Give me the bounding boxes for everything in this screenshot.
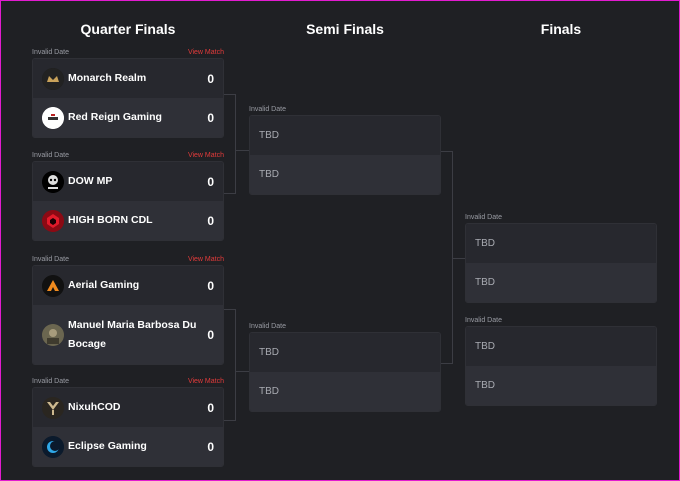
team-row[interactable]: Monarch Realm 0 — [33, 59, 223, 98]
bracket-connector — [236, 150, 249, 151]
aerial-gaming-logo — [42, 274, 64, 297]
bracket-connector — [441, 151, 453, 364]
bracket-connector — [236, 371, 249, 372]
team-score: 0 — [207, 327, 214, 342]
team-row[interactable]: TBD — [466, 327, 656, 366]
team-score: 0 — [207, 71, 214, 86]
team-row[interactable]: TBD — [250, 116, 440, 155]
team-name: NixuhCOD — [68, 401, 121, 413]
red-reign-gaming-logo — [42, 106, 64, 129]
view-match-link[interactable]: View Match — [187, 49, 224, 56]
team-row[interactable]: TBD — [466, 224, 656, 263]
semi-final-match-1: Invalid Date TBD TBD — [249, 103, 441, 195]
view-match-link[interactable]: View Match — [187, 378, 224, 385]
team-score: 0 — [207, 278, 214, 293]
quarter-final-match-3: Invalid Date View Match Aerial Gaming 0 … — [32, 253, 224, 365]
match-date: Invalid Date — [465, 214, 502, 221]
match-date: Invalid Date — [32, 256, 69, 263]
final-match-1: Invalid Date TBD TBD — [465, 211, 657, 303]
team-score: 0 — [207, 174, 214, 189]
high-born-cdl-logo — [42, 209, 64, 232]
team-row[interactable]: TBD — [250, 372, 440, 411]
team-row[interactable]: Aerial Gaming 0 — [33, 266, 223, 305]
team-name: DOW MP — [68, 175, 113, 187]
round-title-quarter-finals: Quarter Finals — [80, 21, 176, 37]
team-name: TBD — [475, 277, 495, 288]
team-name: TBD — [259, 386, 279, 397]
bracket-connector — [224, 309, 236, 421]
match-date: Invalid Date — [465, 317, 502, 324]
team-score: 0 — [207, 400, 214, 415]
final-match-2: Invalid Date TBD TBD — [465, 314, 657, 406]
team-name: Aerial Gaming — [68, 279, 140, 291]
semi-final-match-2: Invalid Date TBD TBD — [249, 320, 441, 412]
bracket-connector — [453, 258, 465, 259]
team-name: TBD — [475, 238, 495, 249]
team-row[interactable]: NixuhCOD 0 — [33, 388, 223, 427]
team-name: TBD — [259, 169, 279, 180]
monarch-realm-logo — [42, 67, 64, 90]
bracket-connector — [224, 94, 236, 194]
bocage-logo — [42, 323, 64, 346]
team-row[interactable]: HIGH BORN CDL 0 — [33, 201, 223, 240]
team-name: TBD — [259, 347, 279, 358]
team-name: TBD — [475, 341, 495, 352]
team-score: 0 — [207, 110, 214, 125]
round-title-finals: Finals — [540, 21, 582, 37]
match-date: Invalid Date — [249, 323, 286, 330]
quarter-final-match-1: Invalid Date View Match Monarch Realm 0 … — [32, 46, 224, 138]
team-name: Manuel Maria Barbosa Du Bocage — [68, 318, 197, 350]
nixuhcod-logo — [42, 396, 64, 419]
team-row[interactable]: Red Reign Gaming 0 — [33, 98, 223, 137]
team-name: HIGH BORN CDL — [68, 214, 153, 226]
team-row[interactable]: TBD — [250, 155, 440, 194]
team-row[interactable]: Manuel Maria Barbosa Du Bocage 0 — [33, 305, 223, 364]
round-title-semi-finals: Semi Finals — [306, 21, 384, 37]
eclipse-gaming-logo — [42, 435, 64, 458]
team-row[interactable]: Eclipse Gaming 0 — [33, 427, 223, 466]
team-score: 0 — [207, 439, 214, 454]
team-name: Red Reign Gaming — [68, 111, 162, 123]
team-row[interactable]: TBD — [250, 333, 440, 372]
match-date: Invalid Date — [32, 378, 69, 385]
quarter-final-match-4: Invalid Date View Match NixuhCOD 0 Eclip… — [32, 375, 224, 467]
team-row[interactable]: DOW MP 0 — [33, 162, 223, 201]
team-row[interactable]: TBD — [466, 263, 656, 302]
team-score: 0 — [207, 213, 214, 228]
view-match-link[interactable]: View Match — [187, 256, 224, 263]
match-date: Invalid Date — [32, 152, 69, 159]
team-name: Eclipse Gaming — [68, 440, 147, 452]
team-row[interactable]: TBD — [466, 366, 656, 405]
team-name: TBD — [475, 380, 495, 391]
match-date: Invalid Date — [32, 49, 69, 56]
team-name: Monarch Realm — [68, 72, 147, 84]
view-match-link[interactable]: View Match — [187, 152, 224, 159]
quarter-final-match-2: Invalid Date View Match DOW MP 0 HIGH BO… — [32, 149, 224, 241]
dow-mp-logo — [42, 170, 64, 193]
match-date: Invalid Date — [249, 106, 286, 113]
team-name: TBD — [259, 130, 279, 141]
